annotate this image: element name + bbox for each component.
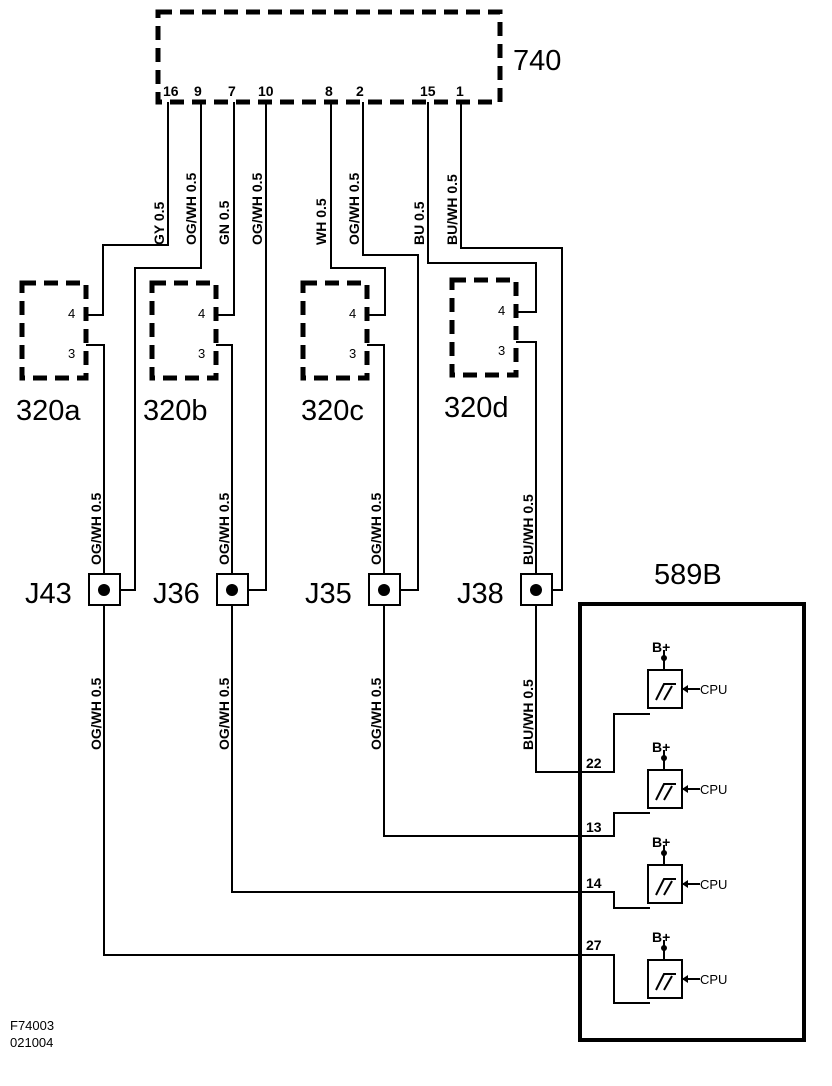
ecu-pin-10: 10 — [258, 83, 274, 99]
ecu-label: 740 — [513, 45, 561, 77]
ecu-740-box — [155, 9, 503, 105]
module-589b: 589B 22 B+ CPU 13 B+ CPU 14 — [578, 559, 806, 1042]
svg-text:J43: J43 — [25, 578, 72, 610]
top-wire-labels: GY 0.5 OG/WH 0.5 GN 0.5 OG/WH 0.5 WH 0.5… — [151, 172, 460, 245]
low-wire-labels: OG/WH 0.5 OG/WH 0.5 OG/WH 0.5 BU/WH 0.5 — [88, 677, 536, 750]
sensor-label-320d: 320d — [444, 392, 509, 424]
svg-text:BU/WH 0.5: BU/WH 0.5 — [520, 494, 536, 565]
svg-text:14: 14 — [586, 875, 602, 891]
module-channel-27: 27 B+ CPU — [586, 929, 727, 999]
wire-label-ogwh-10: OG/WH 0.5 — [249, 172, 265, 245]
svg-text:OG/WH 0.5: OG/WH 0.5 — [368, 492, 384, 565]
mid-wire-labels: OG/WH 0.5 OG/WH 0.5 OG/WH 0.5 BU/WH 0.5 — [88, 492, 536, 565]
sensor-label-320c: 320c — [301, 395, 364, 427]
wire-label-ogwh-9: OG/WH 0.5 — [183, 172, 199, 245]
svg-text:4: 4 — [198, 306, 205, 321]
module-label: 589B — [654, 559, 722, 591]
svg-text:OG/WH 0.5: OG/WH 0.5 — [88, 677, 104, 750]
svg-text:J38: J38 — [457, 578, 504, 610]
svg-text:13: 13 — [586, 819, 602, 835]
svg-text:B+: B+ — [652, 834, 670, 850]
sensor-label-320a: 320a — [16, 395, 81, 427]
module-channel-14: 14 B+ CPU — [586, 834, 727, 904]
wire-label-gy: GY 0.5 — [151, 201, 167, 245]
wire-label-gn: GN 0.5 — [216, 200, 232, 245]
junction-j43: J43 — [25, 573, 121, 610]
junction-j38: J38 — [457, 573, 553, 610]
svg-text:OG/WH 0.5: OG/WH 0.5 — [216, 492, 232, 565]
sensor-label-320b: 320b — [143, 395, 208, 427]
svg-text:BU/WH 0.5: BU/WH 0.5 — [520, 679, 536, 750]
svg-text:B+: B+ — [652, 739, 670, 755]
svg-text:3: 3 — [498, 343, 505, 358]
sensor-320b: 4 3 320b — [143, 280, 219, 427]
ecu-pin-9: 9 — [194, 83, 202, 99]
sensor-320a: 4 3 320a — [16, 280, 89, 427]
svg-text:3: 3 — [349, 346, 356, 361]
svg-text:OG/WH 0.5: OG/WH 0.5 — [368, 677, 384, 750]
svg-text:J36: J36 — [153, 578, 200, 610]
ecu-pin-15: 15 — [420, 83, 436, 99]
svg-text:B+: B+ — [652, 639, 670, 655]
svg-text:CPU: CPU — [700, 972, 727, 987]
svg-text:3: 3 — [198, 346, 205, 361]
svg-text:OG/WH 0.5: OG/WH 0.5 — [88, 492, 104, 565]
svg-text:OG/WH 0.5: OG/WH 0.5 — [216, 677, 232, 750]
ecu-pin-7: 7 — [228, 83, 236, 99]
svg-text:CPU: CPU — [700, 682, 727, 697]
svg-text:CPU: CPU — [700, 877, 727, 892]
wire-label-ogwh-2: OG/WH 0.5 — [346, 172, 362, 245]
wire-label-bu: BU 0.5 — [411, 201, 427, 245]
svg-text:4: 4 — [498, 303, 505, 318]
svg-text:22: 22 — [586, 755, 602, 771]
ecu-pin-1: 1 — [456, 83, 464, 99]
wire-label-buwh: BU/WH 0.5 — [444, 174, 460, 245]
footer-code: F74003 — [10, 1018, 54, 1033]
svg-text:3: 3 — [68, 346, 75, 361]
ecu-pin-8: 8 — [325, 83, 333, 99]
svg-text:J35: J35 — [305, 578, 352, 610]
svg-text:4: 4 — [349, 306, 356, 321]
svg-text:CPU: CPU — [700, 782, 727, 797]
junction-j36: J36 — [153, 573, 249, 610]
svg-text:B+: B+ — [652, 929, 670, 945]
sensor-320c: 4 3 320c — [300, 280, 370, 427]
svg-text:4: 4 — [68, 306, 75, 321]
module-channel-22: 22 B+ CPU — [586, 639, 727, 771]
sensor-320d: 4 3 320d — [444, 277, 519, 424]
footer-date: 021004 — [10, 1035, 53, 1050]
wires — [86, 102, 650, 1004]
module-channel-13: 13 B+ CPU — [586, 739, 727, 835]
svg-text:27: 27 — [586, 937, 602, 953]
wire-label-wh: WH 0.5 — [313, 198, 329, 245]
ecu-pin-16: 16 — [163, 83, 179, 99]
junction-j35: J35 — [305, 573, 401, 610]
ecu-pin-2: 2 — [356, 83, 364, 99]
ecu-pin-labels: 16 9 7 10 8 2 15 1 — [163, 83, 464, 99]
